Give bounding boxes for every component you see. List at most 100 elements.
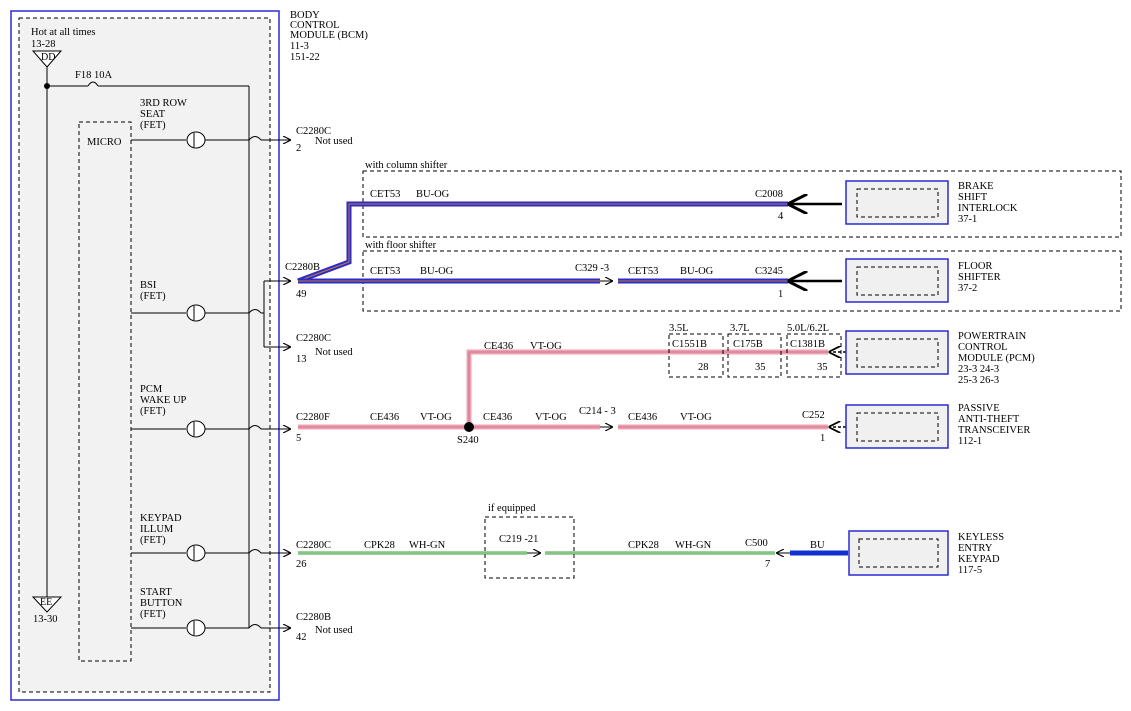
svg-text:C2280C: C2280C xyxy=(296,540,331,551)
svg-text:37-2: 37-2 xyxy=(958,283,977,294)
svg-text:SHIFT: SHIFT xyxy=(958,192,988,203)
svg-text:TRANSCEIVER: TRANSCEIVER xyxy=(958,425,1030,436)
fet-bsi: BSI (FET) xyxy=(131,280,290,347)
svg-text:Not used: Not used xyxy=(315,347,353,358)
svg-text:PCM: PCM xyxy=(140,384,163,395)
floor-shifter-label: with floor shifter xyxy=(365,240,437,251)
pats-color-3: VT-OG xyxy=(680,412,712,423)
svg-text:BUTTON: BUTTON xyxy=(140,598,183,609)
svg-text:ILLUM: ILLUM xyxy=(140,524,174,535)
svg-text:42: 42 xyxy=(296,632,307,643)
svg-text:28: 28 xyxy=(698,362,709,373)
micro-label: MICRO xyxy=(87,137,122,148)
svg-text:(FET): (FET) xyxy=(140,406,166,417)
svg-text:EE: EE xyxy=(40,597,52,608)
floor-inline: C329 -3 xyxy=(575,263,609,274)
pats-module: PASSIVE ANTI-THEFT TRANSCEIVER 112-1 xyxy=(845,403,1030,449)
pats-circuit-3: CE436 xyxy=(628,412,657,423)
floor-conn: C3245 xyxy=(755,266,783,277)
fuse-icon xyxy=(87,81,99,87)
pats-circuit-1: CE436 xyxy=(370,412,399,423)
keypad-inline: C219 -21 xyxy=(499,534,538,545)
svg-text:CONTROL: CONTROL xyxy=(290,20,340,31)
keypad-circuit-1: CPK28 xyxy=(364,540,395,551)
svg-text:26: 26 xyxy=(296,559,307,570)
svg-text:BSI: BSI xyxy=(140,280,157,291)
pin-49: C2280B 49 xyxy=(285,262,320,300)
svg-text:C2280C: C2280C xyxy=(296,126,331,137)
svg-text:POWERTRAIN: POWERTRAIN xyxy=(958,331,1027,342)
svg-text:INTERLOCK: INTERLOCK xyxy=(958,203,1018,214)
pin-13: C2280C 13 Not used xyxy=(296,333,353,365)
svg-text:START: START xyxy=(140,587,172,598)
pin-2: C2280C 2 Not used xyxy=(296,126,353,154)
pcm-circuit: CE436 xyxy=(484,341,513,352)
svg-text:BRAKE: BRAKE xyxy=(958,181,994,192)
svg-text:11-3: 11-3 xyxy=(290,41,309,52)
pin-26: C2280C 26 xyxy=(296,540,331,570)
floor-color-1: BU-OG xyxy=(420,266,454,277)
fet-keypad: KEYPAD ILLUM (FET) xyxy=(131,513,290,562)
hot-ref: 13-28 xyxy=(31,39,56,50)
svg-text:35: 35 xyxy=(817,362,828,373)
keyless-entry-keypad-module: KEYLESS ENTRY KEYPAD 117-5 xyxy=(848,530,1004,576)
fet-third-row: 3RD ROW SEAT (FET) xyxy=(131,98,290,149)
floor-shifter-module: FLOOR SHIFTER 37-2 xyxy=(845,258,1001,303)
keypad-conn: C500 xyxy=(745,538,768,549)
pats-inline: C214 - 3 xyxy=(579,406,616,417)
col-conn: C2008 xyxy=(755,189,783,200)
hot-label: Hot at all times xyxy=(31,27,95,38)
svg-text:2: 2 xyxy=(296,143,301,154)
floor-circuit-2: CET53 xyxy=(628,266,658,277)
svg-text:Not used: Not used xyxy=(315,625,353,636)
svg-text:Not used: Not used xyxy=(315,136,353,147)
fuse-label: F18 10A xyxy=(75,70,112,81)
svg-text:C2280B: C2280B xyxy=(285,262,320,273)
svg-text:151-22: 151-22 xyxy=(290,52,320,63)
floor-color-2: BU-OG xyxy=(680,266,714,277)
svg-text:13: 13 xyxy=(296,354,307,365)
keypad-pin: 7 xyxy=(765,559,770,570)
pats-conn: C252 xyxy=(802,410,825,421)
splice-label: S240 xyxy=(457,435,479,446)
svg-text:C2280B: C2280B xyxy=(296,612,331,623)
bcm-inner-dashed xyxy=(18,17,271,693)
splice-s240 xyxy=(464,422,474,432)
svg-text:MODULE (PCM): MODULE (PCM) xyxy=(958,353,1035,364)
keypad-color-2: WH-GN xyxy=(675,540,712,551)
svg-text:5.0L/6.2L: 5.0L/6.2L xyxy=(787,323,829,334)
svg-text:CONTROL: CONTROL xyxy=(958,342,1008,353)
if-equipped-box xyxy=(484,516,575,579)
hot-triangle-icon: DD xyxy=(31,50,63,68)
svg-text:KEYPAD: KEYPAD xyxy=(958,554,1000,565)
ground-ref: 13-30 xyxy=(33,614,58,625)
svg-text:C1381B: C1381B xyxy=(790,339,825,350)
svg-text:3.5L: 3.5L xyxy=(669,323,689,334)
svg-text:(FET): (FET) xyxy=(140,609,166,620)
pats-color-2: VT-OG xyxy=(535,412,567,423)
svg-text:BODY: BODY xyxy=(290,10,320,21)
svg-text:3RD ROW: 3RD ROW xyxy=(140,98,187,109)
svg-text:3.7L: 3.7L xyxy=(730,323,750,334)
keypad-color-1: WH-GN xyxy=(409,540,446,551)
svg-text:37-1: 37-1 xyxy=(958,214,977,225)
svg-text:49: 49 xyxy=(296,289,307,300)
svg-text:MODULE (BCM): MODULE (BCM) xyxy=(290,30,368,41)
column-shifter-box xyxy=(362,170,1122,238)
pcm-engine-connectors: 3.5L 3.7L 5.0L/6.2L C1551B C175B C1381B … xyxy=(668,323,842,378)
fet-start: START BUTTON (FET) xyxy=(131,587,290,637)
ground-triangle-icon: EE xyxy=(31,596,63,613)
if-equipped-label: if equipped xyxy=(488,503,536,514)
svg-text:112-1: 112-1 xyxy=(958,436,982,447)
svg-text:5: 5 xyxy=(296,433,301,444)
pats-circuit-2: CE436 xyxy=(483,412,512,423)
column-shifter-label: with column shifter xyxy=(365,160,448,171)
pcm-color: VT-OG xyxy=(530,341,562,352)
pats-pin: 1 xyxy=(820,433,825,444)
svg-text:(FET): (FET) xyxy=(140,535,166,546)
col-circuit: CET53 xyxy=(370,189,400,200)
svg-text:C2280F: C2280F xyxy=(296,412,330,423)
svg-text:25-3 26-3: 25-3 26-3 xyxy=(958,375,999,386)
svg-text:C2280C: C2280C xyxy=(296,333,331,344)
